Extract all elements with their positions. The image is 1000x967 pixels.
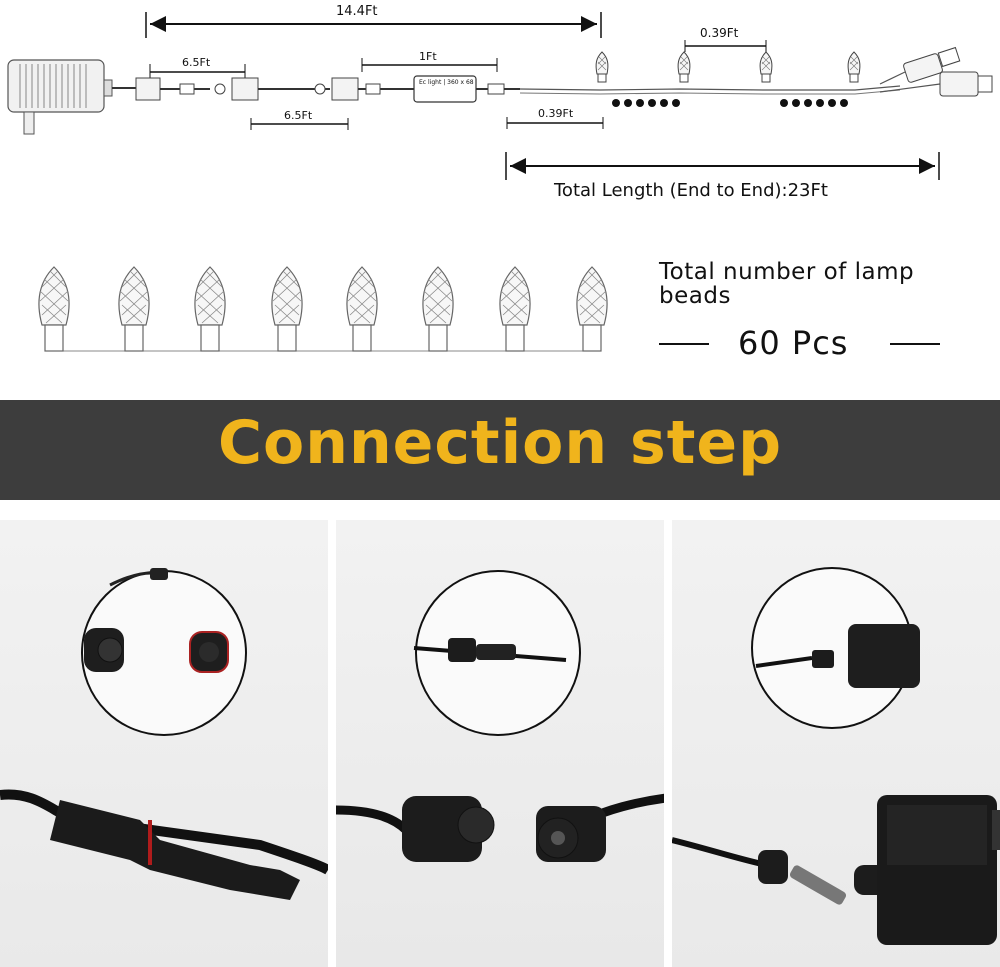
divider-right [890, 343, 940, 345]
diagram-bulb [759, 51, 773, 83]
end-connector-icon [879, 46, 993, 97]
more-bulbs-dots-icon [612, 99, 848, 107]
diagram-bulb [677, 51, 691, 83]
dimension-total-length [505, 152, 940, 180]
waterproof-connector-icon [0, 568, 328, 900]
dimension-0-39ft-bottom [506, 117, 604, 129]
step-photo-3 [672, 520, 1000, 967]
bead-bulb-icon [194, 266, 226, 352]
step-photo-2 [336, 520, 664, 967]
bead-bulb-icon [38, 266, 70, 352]
section-title: Connection step [217, 408, 783, 478]
bead-bulb-icon [422, 266, 454, 352]
bead-bulb-icon [271, 266, 303, 352]
bead-count-value: 60 Pcs [738, 324, 849, 362]
bead-row [38, 266, 608, 352]
dc-jack-connector-icon [336, 570, 664, 862]
total-length-label: Total Length (End to End):23Ft [554, 180, 828, 201]
adapter-drawing-icon [7, 59, 113, 135]
diagram-bulb [595, 51, 609, 83]
dim-label-1ft: 1Ft [419, 50, 437, 63]
step-photo-1 [0, 520, 328, 967]
dim-label-6-5ft-top: 6.5Ft [182, 56, 211, 69]
bead-bulb-icon [118, 266, 150, 352]
dimension-14-4ft [145, 12, 602, 38]
bead-count-label: Total number of lamp beads [659, 260, 914, 308]
dimension-1ft [361, 58, 498, 72]
controller-label: Ec light | 360 x 68 [419, 79, 474, 86]
diagram-bulb [847, 51, 861, 83]
dim-label-0-39ft-top: 0.39Ft [700, 26, 739, 40]
section-banner [0, 400, 1000, 500]
dimension-6-5ft-top [149, 64, 246, 80]
power-adapter-icon [672, 567, 1000, 945]
bead-bulb-icon [346, 266, 378, 352]
dim-label-0-39ft-bottom: 0.39Ft [538, 107, 574, 120]
dimension-6-5ft-bottom [250, 118, 349, 130]
dim-label-14-4ft: 14.4Ft [336, 4, 378, 19]
dim-label-6-5ft-bottom: 6.5Ft [284, 109, 313, 122]
bead-label-line1: Total number of lamp [659, 259, 915, 285]
dimension-0-39ft-top [684, 40, 767, 52]
bead-label-line2: beads [659, 283, 731, 309]
bead-bulb-icon [576, 266, 608, 352]
wiring-diagram [7, 12, 993, 180]
bead-bulb-icon [499, 266, 531, 352]
divider-left [659, 343, 709, 345]
